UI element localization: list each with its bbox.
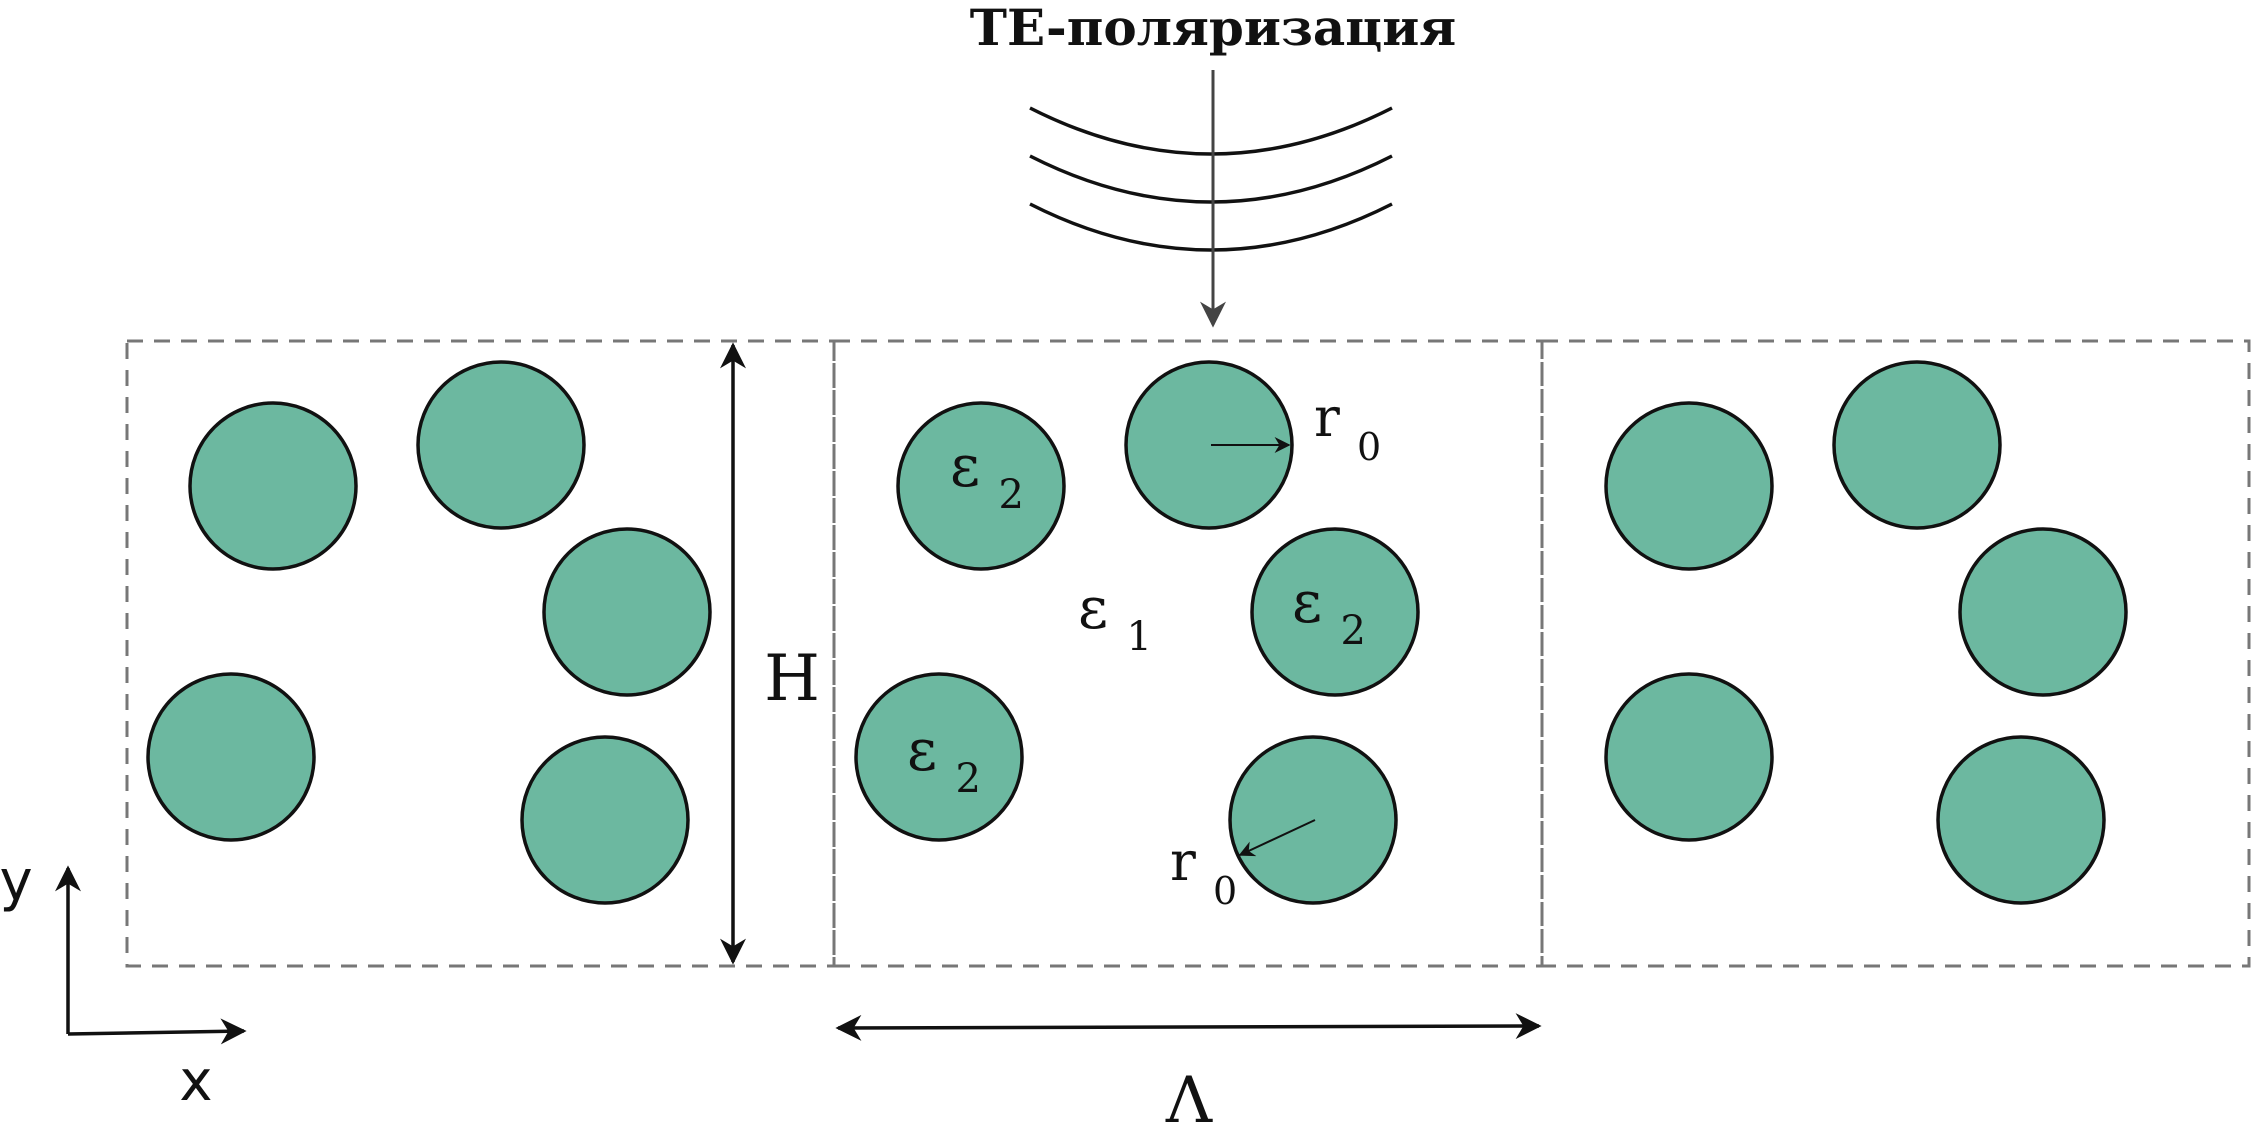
epsilon-symbol: ε: [1078, 574, 1108, 642]
radius-indicator-bottom: r 0: [1170, 819, 1316, 913]
incident-wavefronts: [1029, 106, 1393, 252]
dielectric-rod: [1250, 527, 1420, 697]
wavefront-3: [1029, 202, 1393, 252]
epsilon-matrix-label: ε 1: [1078, 574, 1152, 660]
epsilon-rod-label: ε 2: [950, 432, 1024, 518]
dielectric-rod: [1604, 672, 1774, 842]
period-center: [854, 360, 1420, 905]
epsilon-symbol: ε: [1292, 568, 1322, 636]
epsilon-subscript: 2: [999, 472, 1024, 518]
unit-cell-frame-center: [832, 339, 1544, 968]
dielectric-rod: [1958, 527, 2128, 697]
period-arrow: [835, 1013, 1542, 1041]
epsilon-subscript: 2: [1341, 608, 1366, 654]
radius-arrow-bottom: [1238, 819, 1316, 857]
wavefront-1: [1029, 106, 1393, 156]
period-dimension: Λ: [835, 1013, 1542, 1125]
dielectric-rod: [1832, 360, 2002, 530]
dielectric-rod: [416, 360, 586, 530]
wavefront-2: [1029, 154, 1393, 204]
dielectric-rod: [896, 401, 1066, 571]
epsilon-rod-label: ε 2: [907, 716, 981, 802]
period-label: Λ: [1165, 1064, 1213, 1125]
polarization-title: TE-поляризация: [970, 0, 1456, 57]
epsilon-subscript: 2: [956, 756, 981, 802]
epsilon-rod-label: ε 2: [1292, 568, 1366, 654]
x-axis-arrow: [67, 1018, 247, 1045]
unit-cell-frame-right: [1540, 339, 2251, 968]
radius-symbol: r: [1314, 386, 1340, 449]
radius-indicator-top: r 0: [1211, 386, 1381, 469]
dielectric-rod: [1604, 401, 1774, 571]
coordinate-axes: y x: [0, 849, 247, 1114]
radius-subscript: 0: [1213, 869, 1237, 913]
height-label: H: [764, 642, 820, 716]
radius-symbol: r: [1170, 830, 1196, 893]
y-axis-label: y: [0, 849, 33, 914]
dielectric-rod: [542, 527, 712, 697]
epsilon-subscript: 1: [1127, 614, 1152, 660]
dielectric-rod: [188, 401, 358, 571]
dielectric-rod: [854, 672, 1024, 842]
unit-cell-frame-left: [125, 339, 836, 968]
radius-label-bottom: r 0: [1170, 830, 1237, 913]
dielectric-rod: [520, 735, 690, 905]
dielectric-rod: [1124, 360, 1294, 530]
height-dimension: H: [720, 342, 820, 965]
period-left: [146, 360, 712, 905]
dielectric-rod: [1936, 735, 2106, 905]
epsilon-symbol: ε: [950, 432, 980, 500]
x-axis-label: x: [179, 1049, 212, 1114]
epsilon-symbol: ε: [907, 716, 937, 784]
dielectric-rod: [146, 672, 316, 842]
radius-label-top: r 0: [1314, 386, 1381, 469]
radius-subscript: 0: [1357, 425, 1381, 469]
period-right: [1604, 360, 2128, 905]
unit-cells: [125, 339, 2251, 968]
